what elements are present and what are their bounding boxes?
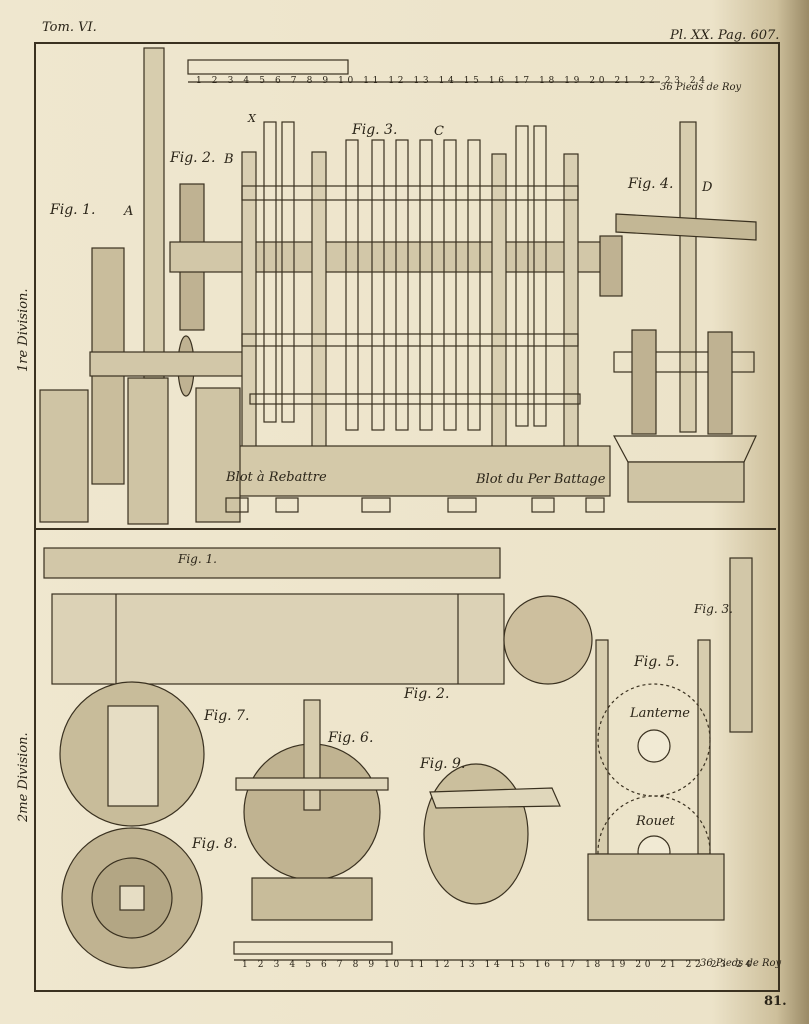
scale-number-10: 10 — [384, 960, 403, 970]
scale-number-23: 23 — [664, 76, 684, 86]
scale-number-19: 19 — [564, 76, 583, 86]
scale-number-12: 12 — [434, 960, 454, 970]
rouet-label: Rouet — [636, 814, 675, 829]
scale-number-14: 14 — [484, 960, 504, 970]
scale-number-2: 2 — [257, 960, 268, 970]
top-scale-unit: 36 Pieds de Roy — [660, 82, 742, 93]
scale-number-15: 15 — [463, 76, 483, 86]
scale-number-8: 8 — [352, 960, 362, 970]
scale-number-7: 7 — [336, 960, 347, 970]
scale-number-21: 21 — [660, 960, 680, 970]
scale-number-4: 4 — [243, 76, 253, 86]
scale-number-20: 20 — [635, 960, 655, 970]
scale-number-9: 9 — [368, 960, 378, 970]
scale-number-11: 11 — [409, 960, 428, 970]
scale-number-5: 5 — [259, 76, 269, 86]
scale-number-8: 8 — [306, 76, 316, 86]
scale-number-17: 17 — [514, 76, 533, 86]
scale-number-22: 22 — [685, 960, 705, 970]
fig4-top-label: Fig. 4. — [628, 176, 674, 192]
letter-x: X — [248, 112, 256, 125]
fig9-label: Fig. 9. — [420, 756, 466, 772]
scale-number-18: 18 — [585, 960, 604, 970]
scale-number-1: 1 — [242, 960, 252, 970]
scale-number-21: 21 — [614, 76, 634, 86]
scale-number-7: 7 — [290, 76, 301, 86]
scale-number-24: 24 — [689, 76, 709, 86]
scale-number-3: 3 — [227, 76, 237, 86]
scale-number-24: 24 — [735, 960, 755, 970]
scale-number-15: 15 — [509, 960, 529, 970]
bottom-scale-unit: 36 Pieds de Roy — [700, 958, 782, 969]
letter-b: B — [224, 152, 234, 167]
fig8-label: Fig. 8. — [192, 836, 238, 852]
scale-number-23: 23 — [710, 960, 730, 970]
top-scale-numbers: 1 2 3 4 5 6 7 8 9 10 11 12 13 14 15 16 1… — [196, 76, 709, 86]
plate-label: Pl. XX. Pag. 607. — [670, 28, 780, 43]
fig5-label: Fig. 5. — [634, 654, 680, 670]
letter-c: C — [434, 124, 444, 139]
fig1-bottom-label: Fig. 1. — [178, 552, 217, 566]
scale-number-17: 17 — [560, 960, 579, 970]
fig1-top-label: Fig. 1. — [50, 202, 96, 218]
page-number: 81. — [764, 994, 787, 1009]
block-right-label: Blot du Per Battage — [476, 472, 606, 487]
letter-a: A — [124, 204, 134, 219]
scale-number-1: 1 — [196, 76, 206, 86]
scale-number-12: 12 — [388, 76, 408, 86]
scale-number-6: 6 — [274, 76, 285, 86]
scale-number-13: 13 — [413, 76, 433, 86]
scale-number-5: 5 — [305, 960, 315, 970]
scale-number-3: 3 — [273, 960, 283, 970]
fig6-label: Fig. 6. — [328, 730, 374, 746]
scale-number-11: 11 — [363, 76, 382, 86]
scale-number-22: 22 — [639, 76, 659, 86]
scale-number-14: 14 — [438, 76, 458, 86]
fig3-bottom-label: Fig. 3. — [694, 602, 733, 616]
bottom-scale-numbers: 1 2 3 4 5 6 7 8 9 10 11 12 13 14 15 16 1… — [242, 960, 755, 970]
scale-number-13: 13 — [459, 960, 479, 970]
fig2-bottom-label: Fig. 2. — [404, 686, 450, 702]
letter-d: D — [702, 180, 713, 195]
scale-number-19: 19 — [610, 960, 629, 970]
tome-label: Tom. VI. — [42, 20, 97, 35]
scale-number-20: 20 — [589, 76, 609, 86]
division-separator — [36, 528, 776, 530]
scale-number-4: 4 — [289, 960, 299, 970]
scale-number-6: 6 — [320, 960, 331, 970]
lanterne-label: Lanterne — [630, 706, 690, 721]
plate-frame — [34, 42, 780, 992]
scale-number-16: 16 — [534, 960, 554, 970]
scale-number-10: 10 — [338, 76, 357, 86]
fig3-top-label: Fig. 3. — [352, 122, 398, 138]
block-left-label: Blot à Rebattre — [226, 470, 327, 485]
fig2-top-label: Fig. 2. — [170, 150, 216, 166]
scale-number-16: 16 — [488, 76, 508, 86]
scale-number-18: 18 — [539, 76, 558, 86]
fig7-label: Fig. 7. — [204, 708, 250, 724]
scale-number-2: 2 — [211, 76, 222, 86]
scale-number-9: 9 — [322, 76, 332, 86]
